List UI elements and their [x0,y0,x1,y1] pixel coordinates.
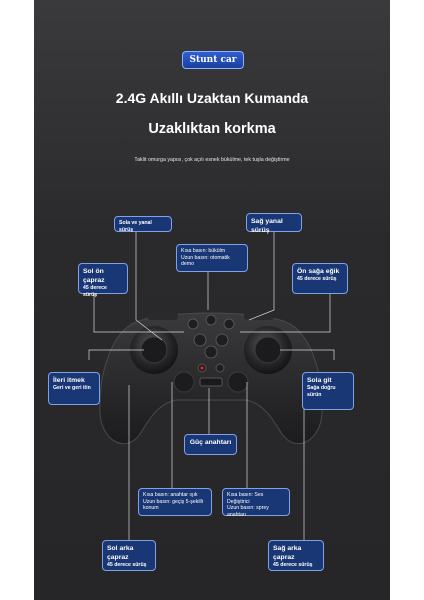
callout-rear-right: Sağ arka çapraz 45 derece sürüş [268,540,324,571]
callout-lines [88,232,335,540]
callout-forward: İleri itmek Geri ve geri itin [48,372,100,405]
headline-description: Taklit omurga yapısı, çok açılı esnek bü… [134,157,290,163]
light-button-icon [173,371,195,393]
sound-button-icon [227,371,249,393]
headline-title: 2.4G Akıllı Uzaktan Kumanda [115,90,309,106]
headline-subtitle: Uzaklıktan korkma [148,121,276,137]
callout-light: Kısa basın: anahtar ışık Uzun basın: geç… [138,488,212,516]
controller-image [99,312,323,445]
callout-rear-left: Sol arka çapraz 45 derece sürüş [102,540,156,571]
callout-sound: Kısa basın: Ses Değiştirici Uzun basın: … [222,488,290,518]
callout-go-left: Sola git Sağa doğru sürün [302,372,354,410]
stunt-car-badge: Stunt car [182,51,244,69]
callout-short-press: Kısa basın: bükülm Uzun basın: otomatik … [176,244,248,272]
product-panel: Stunt car 2.4G Akıllı Uzaktan Kumanda Uz… [34,0,390,600]
callout-power-switch: Güç anahtarı [184,434,237,455]
callout-right-side-drive: Sağ yanal sürüş [246,213,302,234]
power-switch-icon [199,377,223,387]
callout-left-side-drive: Sola ve yanal sürüş [114,216,172,233]
callout-front-right-tilt: Ön sağa eğik 45 derece sürüş [292,263,348,294]
callout-front-left-diagonal: Sol ön çapraz 45 derece sürüş [78,263,128,298]
